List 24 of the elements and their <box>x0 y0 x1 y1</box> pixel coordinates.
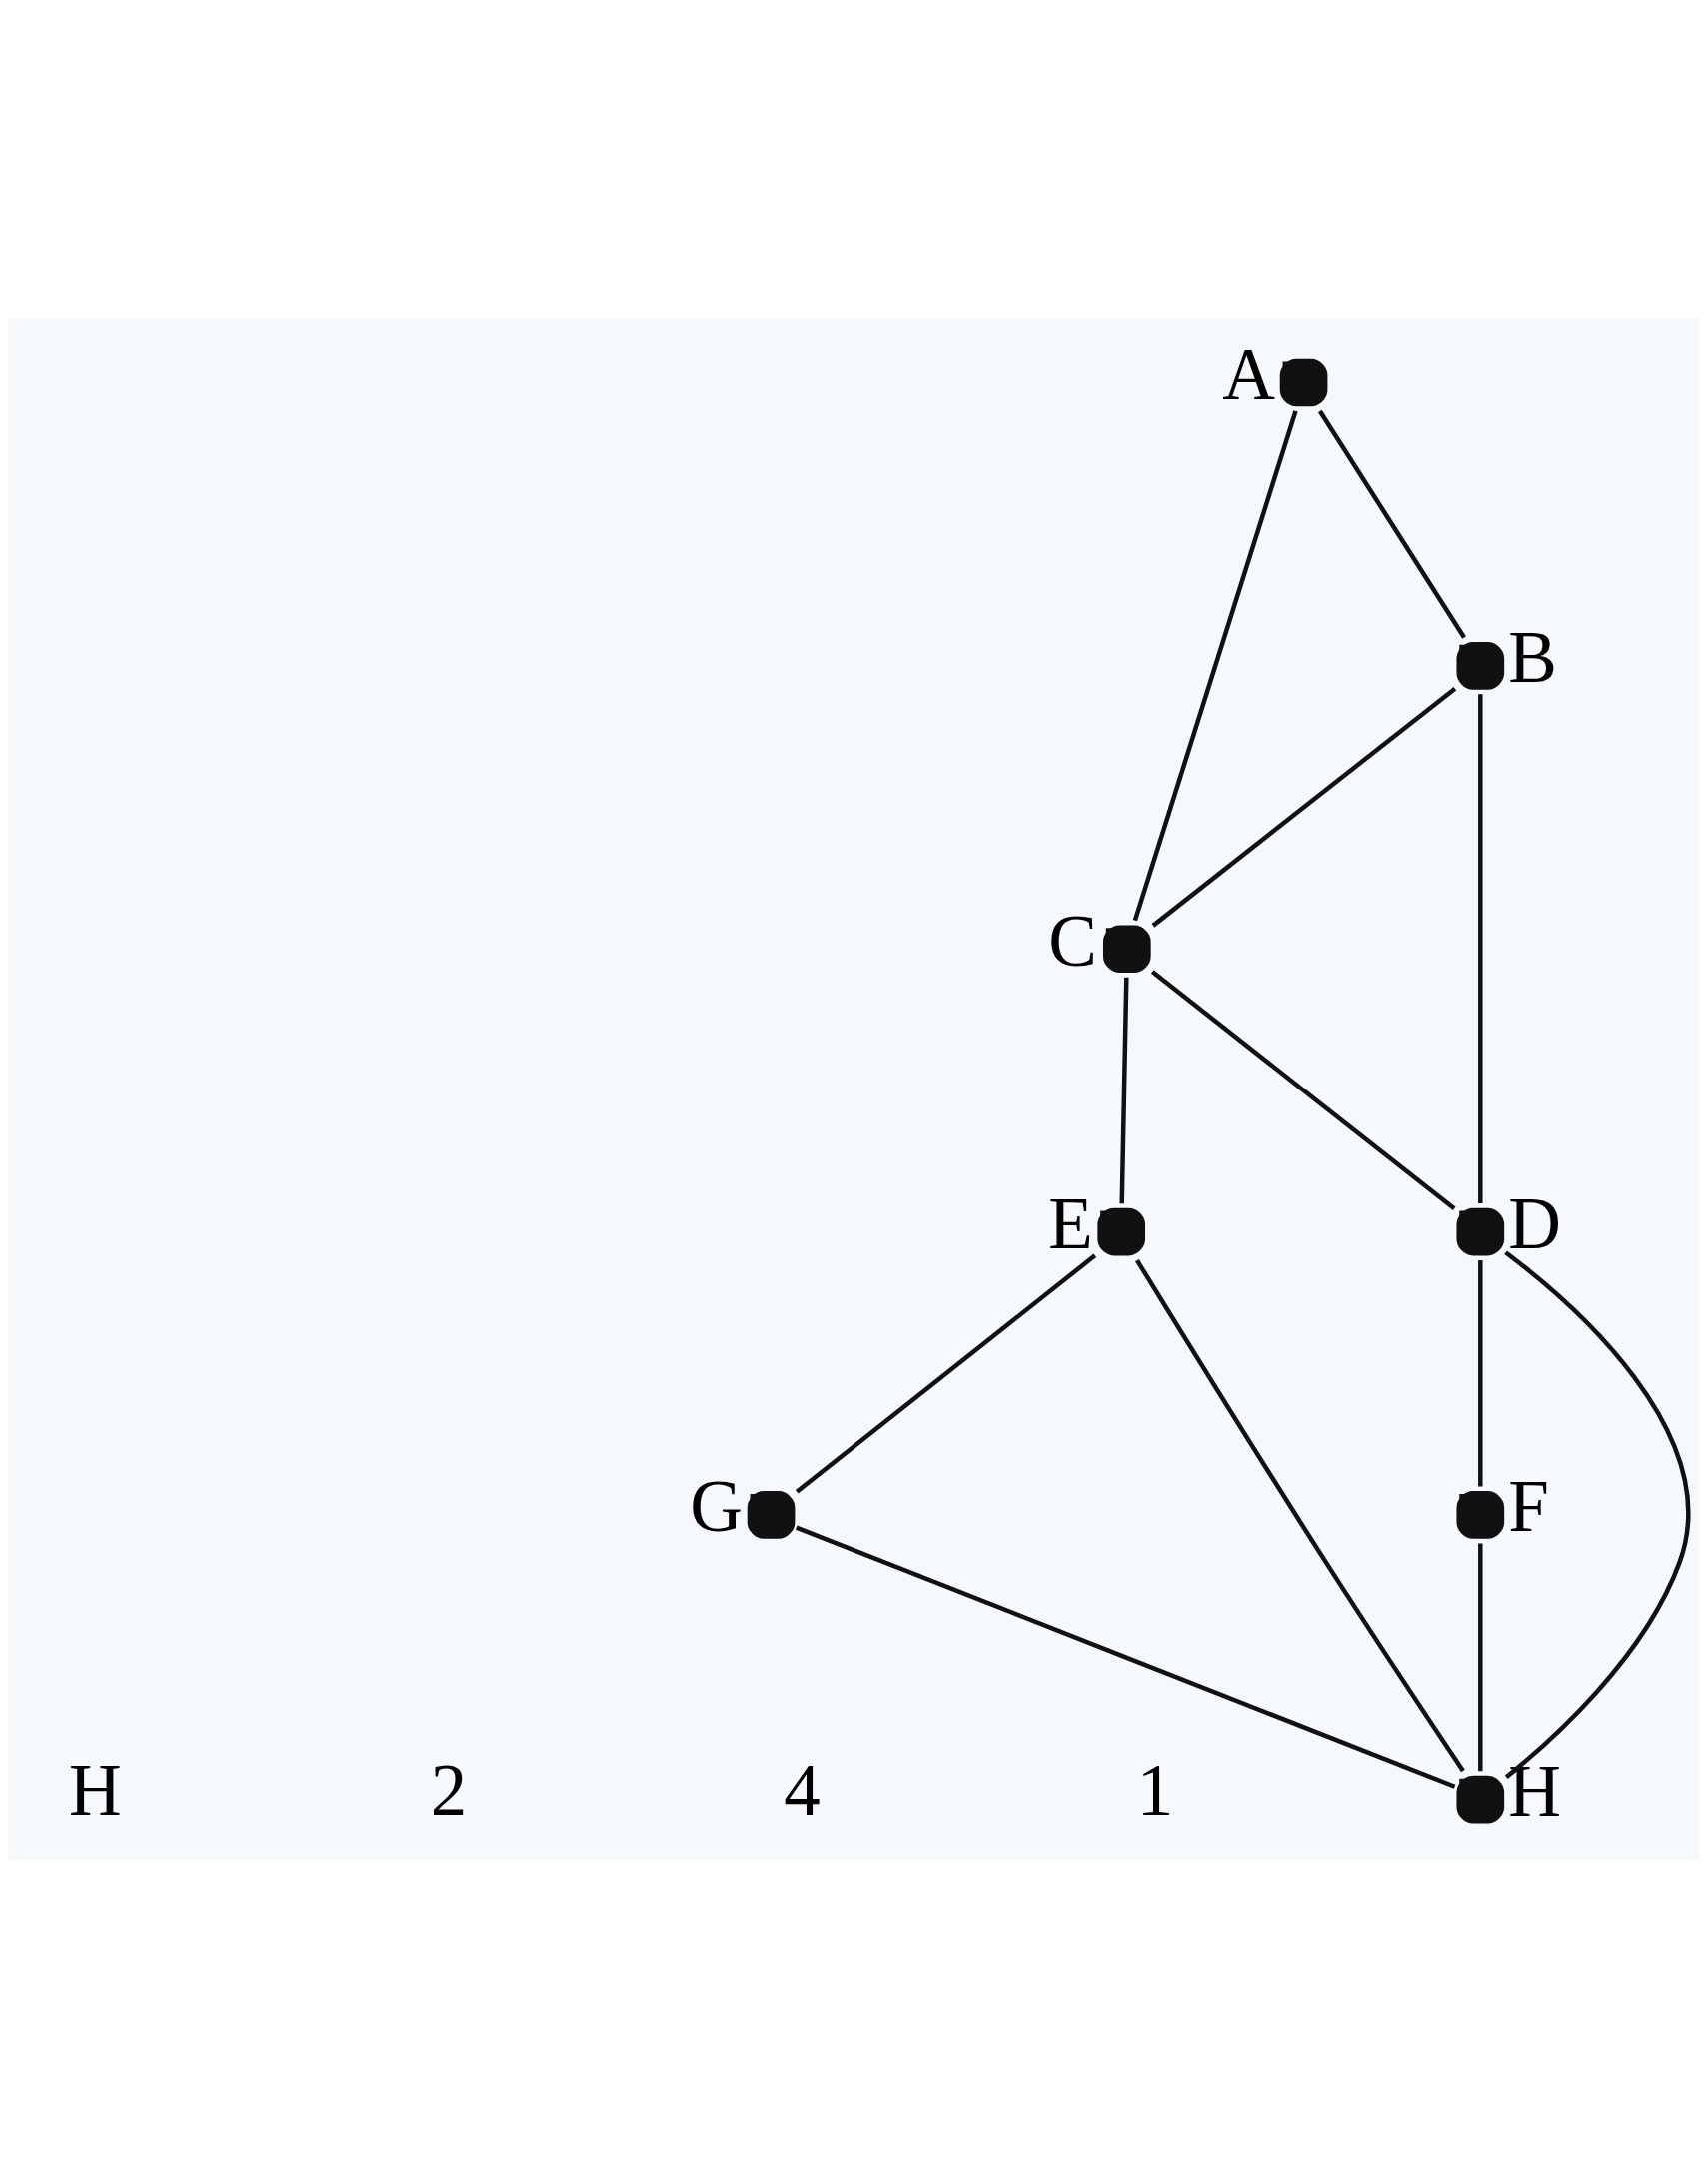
node-label: F <box>1508 1466 1549 1548</box>
node-label: C <box>1048 900 1097 982</box>
connector <box>1119 977 1129 1204</box>
connector <box>1132 410 1298 922</box>
connector <box>1478 694 1483 1204</box>
connector <box>1478 1260 1483 1487</box>
connector <box>795 1253 1097 1494</box>
connector <box>795 1525 1456 1789</box>
node-label: A <box>1222 333 1275 415</box>
connector <box>1135 1258 1465 1773</box>
connector <box>1150 970 1456 1210</box>
node-label: B <box>1508 617 1558 699</box>
node-label: E <box>1048 1182 1093 1264</box>
node-label: H <box>1508 1750 1562 1832</box>
connector <box>1504 1250 1690 1779</box>
label: 2 <box>430 1749 468 1831</box>
label: 1 <box>1136 1749 1174 1831</box>
connector <box>1151 686 1457 928</box>
label: H <box>69 1749 122 1831</box>
connector <box>1317 409 1466 639</box>
node-label: D <box>1508 1182 1562 1264</box>
node-label: G <box>690 1466 743 1548</box>
label: 4 <box>784 1749 821 1831</box>
connector <box>1478 1543 1483 1772</box>
